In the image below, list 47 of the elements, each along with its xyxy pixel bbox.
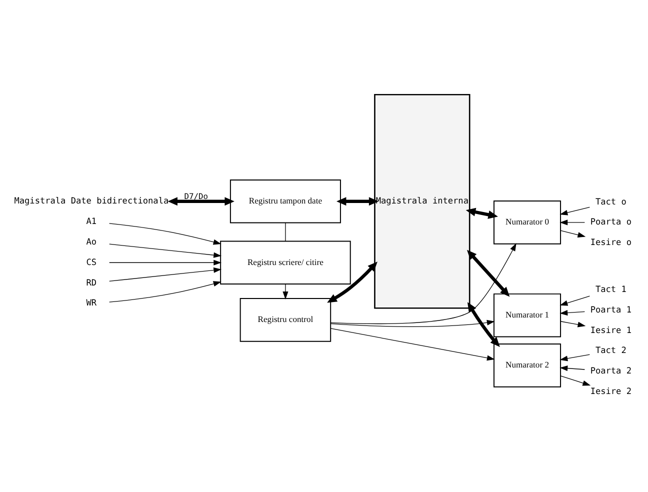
node-box: Numarator 2 — [494, 343, 562, 387]
arrow — [466, 207, 498, 218]
arrow — [330, 242, 516, 324]
node-text: Tact 2 — [595, 346, 626, 356]
node-text: RD — [86, 278, 97, 288]
arrow — [560, 310, 586, 316]
node-text: Ao — [86, 236, 97, 247]
node-text: Iesire o — [590, 238, 632, 248]
node-box: Numarator 0 — [494, 200, 562, 244]
arrow — [168, 196, 234, 206]
node-box: Registru control — [240, 298, 332, 342]
arrow — [282, 283, 288, 299]
node-text: Poarta 2 — [590, 366, 632, 376]
node-text: Poarta o — [590, 217, 632, 228]
node-text: Poarta 1 — [590, 304, 632, 315]
arrow — [109, 259, 222, 265]
arrow — [560, 320, 586, 327]
arrow — [560, 375, 591, 386]
node-text: A1 — [86, 216, 97, 227]
arrow — [108, 222, 222, 244]
arrow — [560, 206, 590, 215]
arrow — [330, 328, 495, 360]
arrow — [336, 196, 379, 206]
node-text: Magistrala Date bidirectionala — [14, 196, 169, 206]
node-text: WR — [86, 298, 97, 308]
node-box: Registru tampon date — [230, 178, 341, 223]
arrow — [466, 249, 510, 296]
arrow — [560, 365, 586, 371]
arrow — [109, 266, 222, 282]
node-text: Tact 1 — [595, 284, 626, 294]
node-box: Numarator 1 — [494, 292, 562, 337]
arrow — [108, 280, 222, 302]
arrow — [327, 261, 378, 302]
arrow — [560, 354, 590, 361]
node-text: Tact o — [595, 196, 626, 207]
arrow — [560, 295, 590, 306]
arrow — [560, 219, 586, 225]
node-text: Iesire 2 — [590, 386, 632, 397]
node-box: Magistrala interna — [374, 93, 470, 308]
node-text: CS — [86, 257, 97, 268]
arrow — [330, 319, 495, 326]
node-text: Iesire 1 — [590, 325, 632, 336]
arrow — [109, 243, 222, 258]
arrow — [467, 302, 500, 346]
arrow — [560, 230, 586, 238]
node-box: Registru scriere/ citire — [220, 240, 351, 284]
connector — [285, 222, 286, 241]
